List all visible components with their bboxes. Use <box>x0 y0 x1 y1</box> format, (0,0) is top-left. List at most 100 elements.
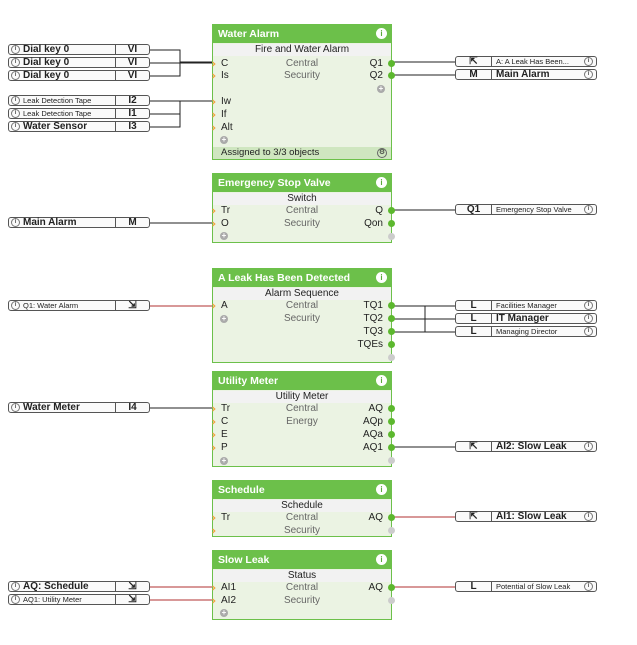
output-pin[interactable] <box>388 514 395 521</box>
output-pin[interactable] <box>388 418 395 425</box>
add-input-icon[interactable]: + <box>220 608 228 617</box>
output-pin[interactable] <box>388 233 395 240</box>
output-tag-main-alarm[interactable]: M Main Alarm i <box>455 69 597 80</box>
info-icon[interactable]: i <box>11 58 20 67</box>
input-tag-aq-schedule[interactable]: i AQ: Schedule ⇲ <box>8 581 150 592</box>
info-icon[interactable]: i <box>584 205 593 214</box>
output-pin[interactable] <box>388 457 395 464</box>
info-icon[interactable]: i <box>11 582 20 591</box>
input-tag-leak-tape-2[interactable]: i Leak Detection Tape I1 <box>8 108 150 119</box>
input-label: Tr <box>221 403 231 414</box>
output-tag-label: AI2: Slow Leak <box>496 441 567 452</box>
output-tag-facilities[interactable]: L Facilities Manager i <box>455 300 597 311</box>
info-icon[interactable]: i <box>584 70 593 79</box>
input-tag-label: AQ1: Utility Meter <box>23 595 82 604</box>
input-tag-aq1-utility[interactable]: i AQ1: Utility Meter ⇲ <box>8 594 150 605</box>
output-tag-code: L <box>456 582 492 592</box>
info-icon[interactable]: i <box>584 57 593 66</box>
info-icon[interactable]: i <box>584 442 593 451</box>
add-input-icon[interactable]: + <box>220 231 228 240</box>
output-pin[interactable] <box>388 405 395 412</box>
info-icon[interactable]: i <box>11 109 20 118</box>
info-icon[interactable]: i <box>376 554 387 565</box>
info-icon[interactable]: i <box>584 582 593 591</box>
info-icon[interactable]: i <box>376 177 387 188</box>
input-pin[interactable] <box>209 112 215 118</box>
output-tag-ai1-slow-leak[interactable]: ⇱ AI1: Slow Leak i <box>455 511 597 522</box>
info-icon[interactable]: i <box>584 314 593 323</box>
output-pin[interactable] <box>388 431 395 438</box>
input-tag-dial-key-2[interactable]: i Dial key 0 VI <box>8 57 150 68</box>
output-pin[interactable] <box>388 72 395 79</box>
info-icon[interactable]: i <box>376 28 387 39</box>
connector-icon: ⇲ <box>115 301 149 311</box>
output-pin[interactable] <box>388 315 395 322</box>
info-icon[interactable]: i <box>11 301 20 310</box>
info-icon[interactable]: i <box>376 375 387 386</box>
info-icon[interactable]: i <box>376 484 387 495</box>
input-tag-water-sensor[interactable]: i Water Sensor I3 <box>8 121 150 132</box>
output-pin[interactable] <box>388 444 395 451</box>
output-pin[interactable] <box>388 60 395 67</box>
output-tag-code: Q1 <box>456 205 492 215</box>
info-icon[interactable]: i <box>11 218 20 227</box>
info-icon[interactable]: i <box>11 595 20 604</box>
input-pin[interactable] <box>209 432 215 438</box>
info-icon[interactable]: i <box>584 301 593 310</box>
input-tag-q1-water-alarm[interactable]: i Q1: Water Alarm ⇲ <box>8 300 150 311</box>
info-icon[interactable]: i <box>376 272 387 283</box>
output-tag-managing-director[interactable]: L Managing Director i <box>455 326 597 337</box>
info-icon[interactable]: i <box>11 403 20 412</box>
input-tag-dial-key-3[interactable]: i Dial key 0 VI <box>8 70 150 81</box>
output-pin[interactable] <box>388 527 395 534</box>
info-icon[interactable]: i <box>11 122 20 131</box>
output-label: AQ <box>368 512 383 523</box>
middle-label: Security <box>283 218 321 229</box>
input-label: Iw <box>221 96 231 107</box>
info-icon[interactable]: i <box>11 71 20 80</box>
output-tag-esv[interactable]: Q1 Emergency Stop Valve i <box>455 204 597 215</box>
output-pin[interactable] <box>388 584 395 591</box>
gear-icon[interactable]: ⚙ <box>377 148 387 158</box>
output-pin[interactable] <box>388 302 395 309</box>
output-pin[interactable] <box>388 354 395 361</box>
output-pin[interactable] <box>388 341 395 348</box>
add-input-icon[interactable]: + <box>220 456 228 465</box>
info-icon[interactable]: i <box>584 512 593 521</box>
add-input-icon[interactable]: + <box>220 314 228 323</box>
input-pin[interactable] <box>209 99 215 105</box>
input-tag-leak-tape-1[interactable]: i Leak Detection Tape I2 <box>8 95 150 106</box>
output-tag-it-manager[interactable]: L IT Manager i <box>455 313 597 324</box>
info-icon[interactable]: i <box>584 327 593 336</box>
output-pin[interactable] <box>388 328 395 335</box>
output-pin[interactable] <box>388 597 395 604</box>
output-pin[interactable] <box>388 207 395 214</box>
output-tag-code: L <box>456 327 492 337</box>
add-input-icon[interactable]: + <box>220 135 228 144</box>
info-icon[interactable]: i <box>11 96 20 105</box>
input-tag-code: VI <box>115 71 149 81</box>
input-tag-dial-key-1[interactable]: i Dial key 0 VI <box>8 44 150 55</box>
info-icon[interactable]: i <box>11 45 20 54</box>
input-pin[interactable] <box>209 125 215 131</box>
output-pin[interactable] <box>388 220 395 227</box>
output-tag-potential-slow-leak[interactable]: L Potential of Slow Leak i <box>455 581 597 592</box>
input-tag-main-alarm[interactable]: i Main Alarm M <box>8 217 150 228</box>
add-output-icon[interactable]: + <box>377 84 385 93</box>
output-tag-leak-been[interactable]: ⇱ A: A Leak Has Been... i <box>455 56 597 67</box>
output-tag-ai2-slow-leak[interactable]: ⇱ AI2: Slow Leak i <box>455 441 597 452</box>
input-pin[interactable] <box>209 445 215 451</box>
input-tag-water-meter[interactable]: i Water Meter I4 <box>8 402 150 413</box>
